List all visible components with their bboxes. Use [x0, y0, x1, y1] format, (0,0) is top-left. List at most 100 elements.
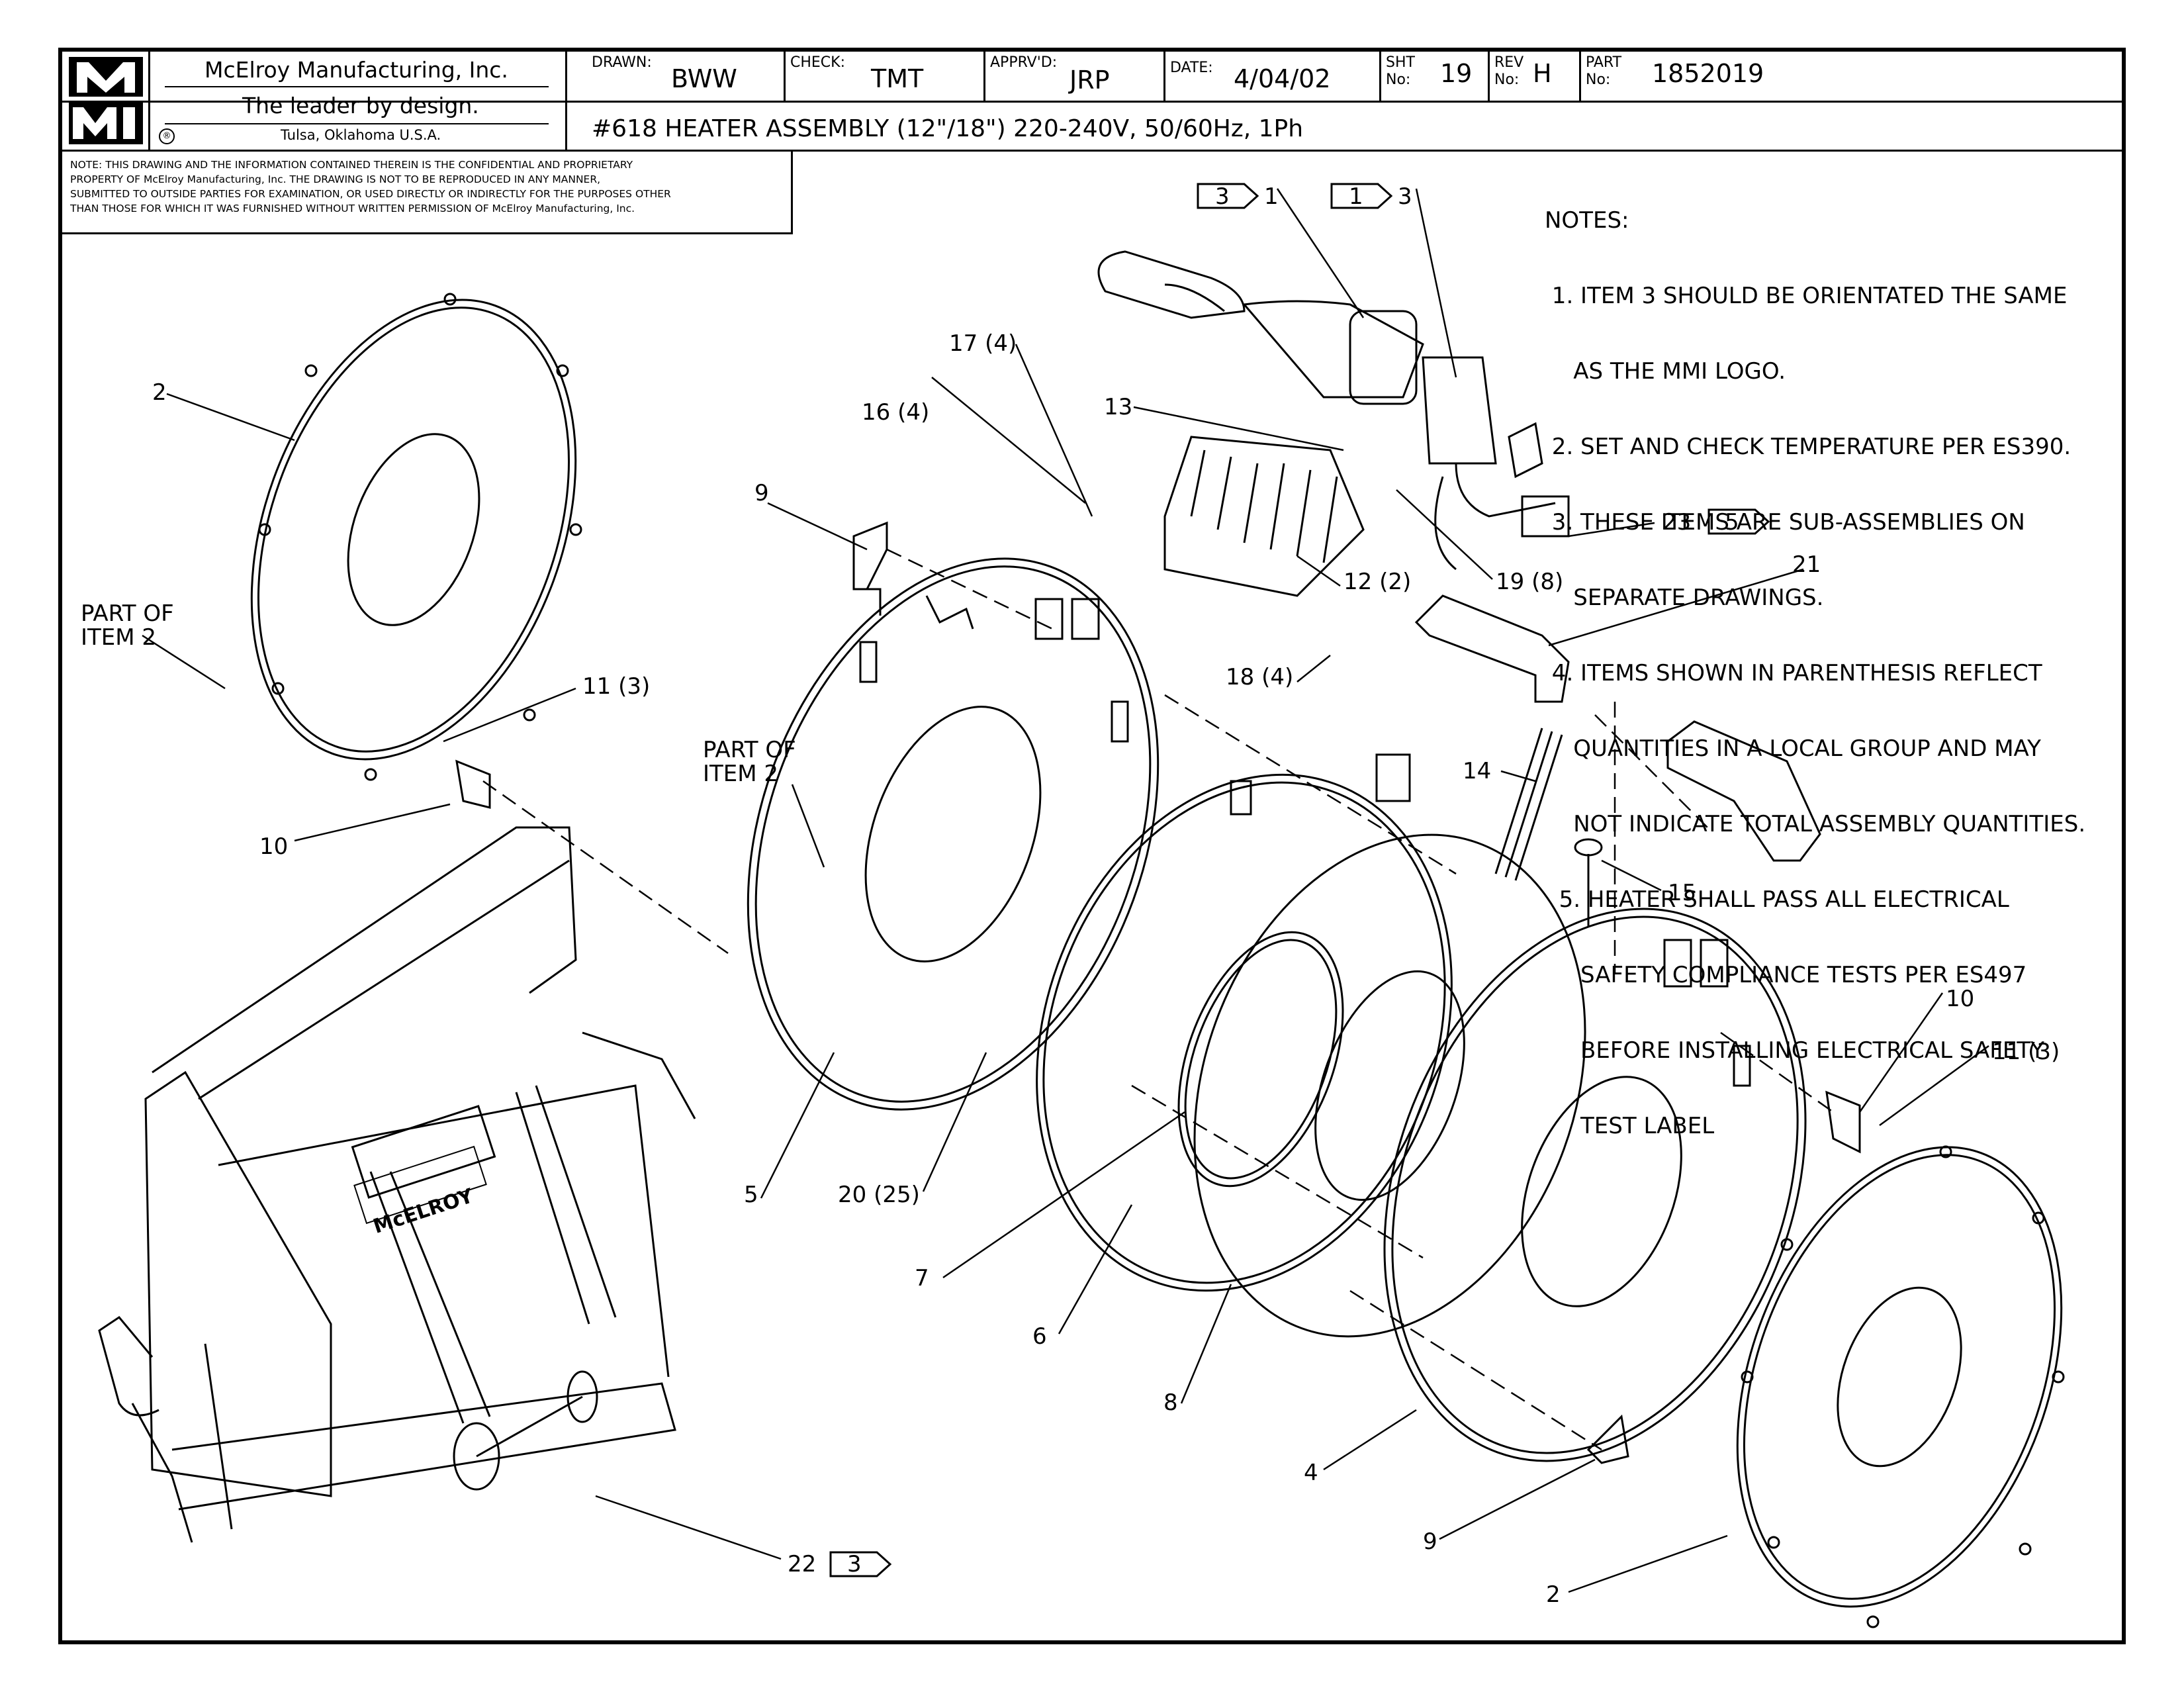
callout-part-of-item2-left-2: ITEM 2 [81, 624, 156, 651]
part-label-2: No: [1586, 71, 1611, 88]
date-divider [1379, 52, 1381, 101]
callout-10-left: 10 [259, 833, 288, 860]
callout-11-left: 11 (3) [582, 673, 650, 700]
callout-labels: 3 1 1 3 2 PART OF ITEM 2 11 (3) 10 9 16 … [81, 183, 2060, 1608]
rev-label-2: No: [1494, 71, 1520, 88]
heater-plate-5 [747, 557, 1160, 1111]
stand-22 [98, 826, 696, 1543]
check-value: TMT [871, 64, 924, 93]
callout-part-of-item2-center-2: ITEM 2 [703, 761, 778, 787]
terminal-block-12 [1163, 436, 1365, 597]
confidential-note-box: NOTE: THIS DRAWING AND THE INFORMATION C… [62, 150, 793, 234]
check-divider [983, 52, 985, 101]
company-location: Tulsa, Oklahoma U.S.A. [281, 127, 441, 143]
callout-1-flag: 3 [1215, 183, 1230, 210]
end-plate-right [1736, 1145, 2065, 1628]
heater-plate-4 [1383, 908, 1807, 1462]
callout-20: 20 (25) [838, 1182, 920, 1208]
thermocouple-14 [1494, 727, 1563, 881]
sht-label-2: No: [1386, 71, 1411, 88]
callout-2-right: 2 [1546, 1581, 1561, 1608]
rev-value: H [1533, 59, 1552, 88]
rev-divider [1579, 52, 1581, 101]
callout-12: 12 (2) [1343, 569, 1411, 595]
confidential-line-2: PROPERTY OF McElroy Manufacturing, Inc. … [70, 173, 601, 185]
callout-part-of-item2-left-1: PART OF [81, 600, 174, 627]
drawn-value: BWW [671, 64, 737, 93]
callout-16: 16 (4) [862, 399, 929, 426]
callout-14: 14 [1463, 758, 1491, 784]
company-name: McElroy Manufacturing, Inc. [205, 57, 508, 83]
callout-part-of-item2-center-1: PART OF [703, 737, 796, 763]
bracket-10-right [1825, 1090, 1861, 1154]
note-line-5: SEPARATE DRAWINGS. [1545, 585, 1824, 611]
company-tagline: The leader by design. [242, 93, 479, 118]
callout-13: 13 [1104, 394, 1132, 420]
callout-21: 21 [1792, 551, 1821, 578]
callout-9-top: 9 [754, 480, 769, 506]
confidential-line-4: THAN THOSE FOR WHICH IT WAS FURNISHED WI… [70, 203, 635, 214]
note-line-8: NOT INDICATE TOTAL ASSEMBLY QUANTITIES. [1545, 811, 2086, 837]
drawing-sheet: NOTE: THIS DRAWING AND THE INFORMATION C… [58, 48, 2126, 1644]
note-line-10: SAFETY COMPLIANCE TESTS PER ES497 [1545, 962, 2027, 988]
callout-10-right: 10 [1946, 986, 1974, 1012]
notes-heading: NOTES: [1545, 207, 1629, 234]
insulator-disk-8 [1193, 833, 1586, 1338]
drawing-title: #618 HEATER ASSEMBLY (12"/18") 220-240V,… [592, 115, 1304, 142]
callout-18: 18 (4) [1226, 664, 1293, 690]
sht-label-1: SHT [1386, 54, 1415, 71]
drawn-divider [784, 52, 786, 101]
note-line-11: BEFORE INSTALLING ELECTRICAL SAFETY [1545, 1037, 2044, 1064]
insulator-ring-7 [1177, 931, 1344, 1188]
bracket-9-top [852, 521, 888, 590]
cover-21b [1666, 720, 1821, 862]
part-label-1: PART [1586, 54, 1622, 71]
callout-22-flag: 3 [847, 1551, 862, 1577]
rev-label-1: REV [1494, 54, 1524, 71]
note-line-9: 5. HEATER SHALL PASS ALL ELECTRICAL [1545, 886, 2009, 913]
date-value: 4/04/02 [1234, 64, 1331, 93]
bracket-9-bottom [1586, 1414, 1629, 1464]
company-underline-2 [165, 123, 549, 124]
callout-23: 23 [1662, 509, 1691, 536]
check-label: CHECK: [790, 54, 846, 71]
callout-2-left: 2 [152, 379, 167, 406]
heater-ring-6 [1036, 753, 1453, 1292]
callout-22: 22 [788, 1551, 816, 1577]
callout-15: 15 [1668, 880, 1696, 906]
apprvd-divider [1163, 52, 1165, 101]
leader-lines [142, 188, 1989, 1593]
note-line-2: AS THE MMI LOGO. [1545, 358, 1786, 385]
registered-icon: ® [159, 128, 175, 144]
callout-5: 5 [744, 1182, 758, 1208]
flag-callout-shapes [829, 183, 1770, 1577]
title-block-divider-1 [62, 101, 2122, 103]
callout-1: 1 [1264, 183, 1279, 210]
company-divider [565, 52, 567, 150]
mmi-logo [66, 54, 146, 147]
bracket-10-left [455, 759, 491, 809]
note-line-7: QUANTITIES IN A LOCAL GROUP AND MAY [1545, 735, 2041, 762]
notes-block: NOTES: 1. ITEM 3 SHOULD BE ORIENTATED TH… [1545, 158, 2085, 1189]
confidential-line-3: SUBMITTED TO OUTSIDE PARTIES FOR EXAMINA… [70, 188, 671, 200]
thermostat-probe-15 [1574, 838, 1603, 927]
bracket-21 [1414, 594, 1570, 703]
assembly-axis-lines [482, 548, 1834, 1451]
note-line-6: 4. ITEMS SHOWN IN PARENTHESIS REFLECT [1545, 660, 2042, 686]
callout-11-right: 11 (3) [1992, 1039, 2060, 1065]
company-underline-1 [165, 86, 549, 87]
callout-6: 6 [1032, 1323, 1047, 1350]
note-line-1: 1. ITEM 3 SHOULD BE ORIENTATED THE SAME [1545, 283, 2068, 309]
logo-divider [148, 52, 150, 150]
callout-8: 8 [1163, 1389, 1178, 1416]
title-block-divider-2 [62, 150, 2122, 152]
callout-9-bottom: 9 [1423, 1528, 1437, 1555]
apprvd-label: APPRV'D: [990, 54, 1058, 71]
sht-value: 19 [1440, 59, 1473, 88]
callout-3: 3 [1398, 183, 1412, 210]
apprvd-value: JRP [1069, 66, 1110, 95]
drawn-label: DRAWN: [592, 54, 652, 71]
callout-4: 4 [1304, 1460, 1318, 1486]
confidential-line-1: NOTE: THIS DRAWING AND THE INFORMATION C… [70, 159, 633, 171]
handle-assembly [1097, 250, 1570, 571]
